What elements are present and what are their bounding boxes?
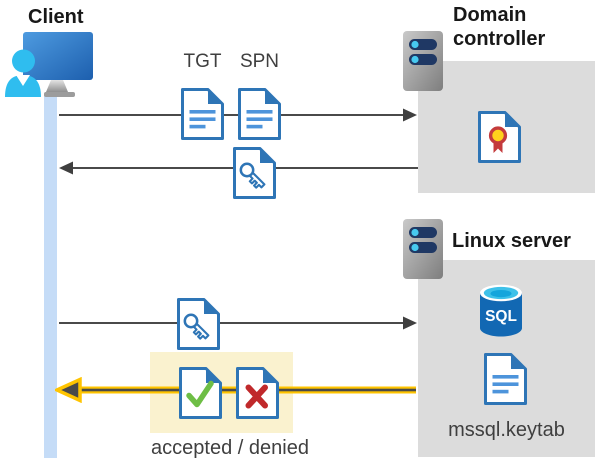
client-icon [5, 32, 93, 97]
client-label: Client [28, 6, 84, 28]
client-lifeline [44, 94, 57, 458]
spn-document-icon [237, 87, 282, 141]
accepted-document-icon [178, 366, 223, 420]
linux-server-label: Linux server [452, 230, 571, 252]
tgt-document-icon [180, 87, 225, 141]
arrow-client-to-linux [59, 316, 417, 330]
denied-document-icon [235, 366, 280, 420]
linux-server-icon [403, 219, 443, 279]
keytab-document-icon [483, 352, 528, 406]
domain-controller-label: Domain controller [453, 4, 546, 50]
arrow-client-to-dc [59, 108, 417, 122]
key-document-icon-from-dc [232, 146, 277, 200]
accepted-denied-label: accepted / denied [151, 437, 309, 459]
sql-label: SQL [485, 308, 517, 325]
sql-database-icon: SQL [480, 284, 522, 337]
domain-controller-server-icon [403, 31, 443, 91]
tgt-label: TGT [183, 51, 222, 72]
spn-label: SPN [239, 51, 280, 72]
key-document-icon-to-linux [176, 297, 221, 351]
certificate-document-icon [477, 110, 522, 164]
keytab-file-label: mssql.keytab [448, 419, 565, 441]
